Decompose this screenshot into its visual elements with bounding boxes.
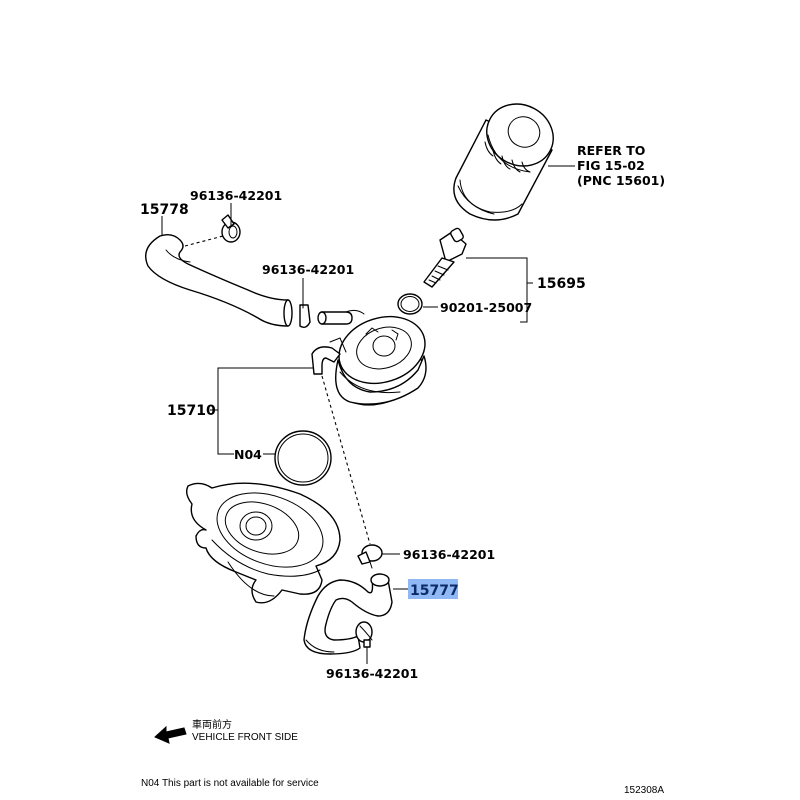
union-bolt[interactable]	[423, 227, 467, 288]
cooler-pipe[interactable]	[317, 309, 365, 325]
clamp-lower-top-label: 96136-42201	[403, 547, 495, 562]
clamp-upper-left-label: 96136-42201	[190, 188, 282, 203]
footnote: N04 This part is not available for servi…	[141, 778, 319, 789]
union-bolt-label: 15695	[537, 276, 586, 292]
clamp-lower-bottom[interactable]	[355, 621, 373, 648]
oil-filter[interactable]	[453, 93, 564, 221]
o-ring-label: N04	[234, 447, 262, 462]
clamp-upper-mid-label: 96136-42201	[262, 262, 354, 277]
lower-hose-highlight	[408, 579, 458, 599]
o-ring[interactable]	[274, 430, 332, 486]
oil-cooler-label: 15710	[167, 403, 216, 419]
engine-housing	[185, 482, 341, 604]
clamp-lower-bottom-label: 96136-42201	[326, 666, 418, 681]
vehicle-front-label-en: VEHICLE FRONT SIDE	[192, 732, 298, 743]
figure-id: 152308A	[624, 785, 664, 796]
oil-filter-ref-line2: FIG 15-02	[577, 158, 645, 173]
arrow-left-icon	[154, 725, 187, 744]
lower-hose-label[interactable]: 15777	[410, 583, 459, 599]
upper-hose[interactable]	[145, 233, 293, 327]
oil-filter-ref-line3: (PNC 15601)	[577, 173, 665, 188]
oil-cooler[interactable]	[311, 306, 434, 415]
oil-filter-ref-line1: REFER TO	[577, 143, 645, 158]
vehicle-front-label-jp: 車両前方	[192, 718, 232, 731]
clamp-lower-top[interactable]	[357, 544, 383, 569]
gasket[interactable]	[397, 293, 423, 315]
gasket-label: 90201-25007	[440, 300, 532, 315]
upper-hose-label: 15778	[140, 202, 189, 218]
clamp-upper-mid[interactable]	[299, 299, 311, 329]
